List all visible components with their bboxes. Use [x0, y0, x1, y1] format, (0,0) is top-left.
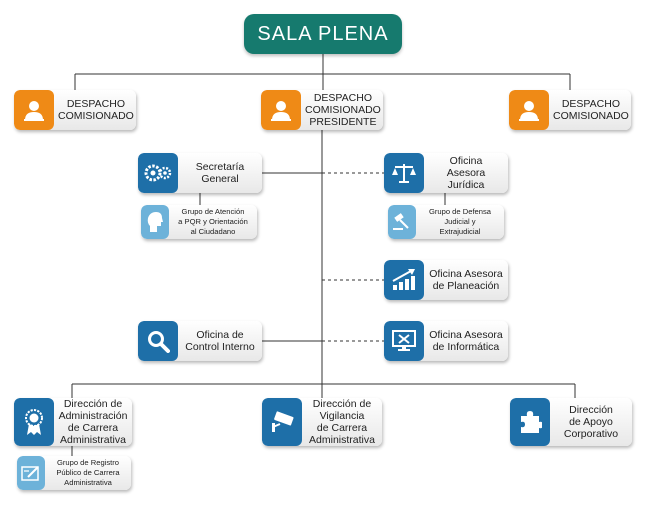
secretaria-general: Secretaría General: [138, 153, 262, 193]
direccion-apoyo-label: Dirección de Apoyo Corporativo: [563, 404, 619, 440]
sala-plena-box: SALA PLENA: [244, 14, 402, 54]
monitor-tools-icon: [384, 321, 424, 361]
security-camera-icon: [262, 398, 302, 446]
person-icon: [509, 90, 549, 130]
oficina-asesora-juridica: Oficina Asesora Jurídica: [384, 153, 508, 193]
sala-plena-label: SALA PLENA: [257, 22, 389, 45]
scales-icon: [384, 153, 424, 193]
despacho-left-label: DESPACHO COMISIONADO: [58, 98, 134, 122]
grupo-registro-publico: Grupo de Registro Público de Carrera Adm…: [17, 456, 131, 490]
award-badge-icon: [14, 398, 54, 446]
oficina-control-interno: Oficina de Control Interno: [138, 321, 262, 361]
oficina-asesora-planeacion: Oficina Asesora de Planeación: [384, 260, 508, 300]
oficina-informatica-label: Oficina Asesora de Informática: [429, 329, 503, 353]
magnifier-icon: [138, 321, 178, 361]
person-icon: [261, 90, 301, 130]
direccion-vigilancia-carrera: Dirección de Vigilancia de Carrera Admin…: [262, 398, 382, 446]
grupo-defensa-label: Grupo de Defensa Judicial y Extrajudicia…: [428, 207, 492, 236]
direccion-administracion-label: Dirección de Administración de Carrera A…: [58, 398, 128, 446]
grupo-atencion-label: Grupo de Atención a PQR y Orientación al…: [178, 207, 248, 236]
gavel-icon: [388, 205, 416, 239]
growth-chart-icon: [384, 260, 424, 300]
despacho-comisionado-right: DESPACHO COMISIONADO: [509, 90, 631, 130]
direccion-apoyo-corporativo: Dirección de Apoyo Corporativo: [510, 398, 632, 446]
grupo-registro-label: Grupo de Registro Público de Carrera Adm…: [56, 458, 120, 487]
grupo-atencion-pqr: Grupo de Atención a PQR y Orientación al…: [141, 205, 257, 239]
despacho-presidente-label: DESPACHO COMISIONADO PRESIDENTE: [305, 92, 381, 128]
oficina-control-label: Oficina de Control Interno: [185, 329, 255, 353]
despacho-presidente: DESPACHO COMISIONADO PRESIDENTE: [261, 90, 383, 130]
secretaria-general-label: Secretaría General: [195, 161, 245, 185]
oficina-juridica-label: Oficina Asesora Jurídica: [446, 155, 486, 191]
oficina-asesora-informatica: Oficina Asesora de Informática: [384, 321, 508, 361]
oficina-planeacion-label: Oficina Asesora de Planeación: [429, 268, 503, 292]
despacho-comisionado-left: DESPACHO COMISIONADO: [14, 90, 136, 130]
head-profile-icon: [141, 205, 169, 239]
certificate-edit-icon: [17, 456, 45, 490]
person-icon: [14, 90, 54, 130]
grupo-defensa-judicial: Grupo de Defensa Judicial y Extrajudicia…: [388, 205, 504, 239]
gears-icon: [138, 153, 178, 193]
despacho-right-label: DESPACHO COMISIONADO: [553, 98, 629, 122]
puzzle-piece-icon: [510, 398, 550, 446]
direccion-vigilancia-label: Dirección de Vigilancia de Carrera Admin…: [309, 398, 375, 446]
direccion-administracion-carrera: Dirección de Administración de Carrera A…: [14, 398, 132, 446]
